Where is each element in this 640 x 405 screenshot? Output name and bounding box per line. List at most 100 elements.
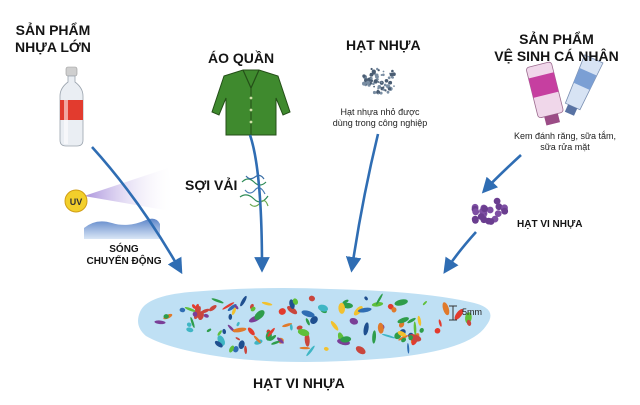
large-plastic-label: SẢN PHẨM NHỰA LỚN: [15, 22, 91, 56]
plastic-fragment: [186, 327, 194, 333]
industrial-caption: Hạt nhựa nhỏ được dùng trong công nghiệp: [325, 107, 435, 129]
plastic-fragment: [227, 303, 237, 312]
plastic-fragment: [401, 337, 407, 343]
plastic-fragment: [407, 343, 410, 354]
pellet-dot: [391, 69, 394, 73]
pellet-dot: [388, 81, 392, 85]
plastic-fragment: [228, 313, 233, 320]
plastic-fragment: [297, 328, 310, 337]
plastic-fragment: [271, 340, 280, 345]
plastic-fragment: [203, 313, 209, 318]
plastic-fragment: [413, 321, 417, 336]
plastic-fragment: [317, 304, 329, 312]
plastic-fragment: [200, 308, 210, 314]
plastic-fragment: [267, 327, 275, 337]
pellet-dot: [382, 73, 385, 77]
microbead: [493, 197, 501, 205]
pellet-dot: [370, 67, 373, 71]
plastic-fragment: [342, 302, 353, 309]
industrial-caption-line2: dùng trong công nghiệp: [332, 118, 428, 128]
pellet-dot: [369, 74, 372, 77]
industrial-pellets-label: HẠT NHỰA: [346, 37, 421, 53]
plastic-fragment: [217, 330, 222, 336]
plastic-fragment: [206, 328, 212, 332]
hygiene-products-label: SẢN PHẨM VỆ SINH CÁ NHÂN: [484, 31, 629, 65]
plastic-fragment: [438, 319, 442, 327]
plastic-fragment: [253, 335, 261, 344]
plastic-fragment: [465, 312, 472, 324]
plastic-fragment: [417, 315, 422, 326]
plastic-fragment: [466, 319, 472, 326]
uv-label: UV: [69, 197, 83, 207]
microbead: [472, 216, 479, 224]
pellet-dot: [387, 87, 392, 91]
plastic-fragment: [232, 346, 239, 353]
plastic-fragment: [308, 295, 315, 302]
pellet-dot: [370, 77, 373, 80]
pellet-dot: [389, 72, 394, 77]
microbead: [494, 210, 502, 218]
plastic-fragment: [238, 340, 245, 350]
plastic-fragment: [269, 335, 277, 341]
pellet-dot: [384, 89, 387, 92]
microbead: [501, 207, 509, 215]
plastic-fragment: [299, 346, 311, 350]
plastic-fragment: [154, 320, 166, 325]
plastic-fragment: [276, 337, 284, 344]
plastic-fragment: [301, 310, 315, 318]
plastic-fragment: [394, 299, 408, 306]
waves-label-line1: SÓNG: [109, 244, 139, 255]
hygiene-caption: Kem đánh răng, sữa tắm, sữa rửa mặt: [500, 131, 630, 153]
plastic-fragment: [363, 322, 369, 336]
pellet-dot: [370, 79, 373, 83]
pellet-dot: [377, 69, 380, 72]
plastic-fragment: [376, 293, 383, 305]
plastic-fragment: [292, 298, 299, 305]
plastic-fragment: [289, 324, 293, 331]
plastic-fragment: [190, 316, 195, 329]
pellet-dot: [365, 80, 371, 85]
plastic-fragment: [296, 325, 303, 330]
plastic-fragment: [349, 317, 358, 325]
pellet-dot: [377, 92, 380, 95]
pellet-dot: [380, 74, 383, 76]
plastic-fragment: [232, 327, 247, 333]
clothes-label: ÁO QUẦN: [208, 50, 275, 66]
plastic-fragment: [310, 316, 318, 325]
microbead: [481, 205, 488, 213]
plastic-fragment: [261, 301, 273, 306]
pellet-dot: [372, 90, 377, 95]
hygiene-caption-line2: sữa rửa mặt: [540, 142, 590, 152]
pellet-dot: [391, 76, 395, 79]
plastic-fragment: [372, 330, 377, 344]
micro-beads-label: HẠT VI NHỰA: [517, 219, 583, 230]
hygiene-label-line2: VỆ SINH CÁ NHÂN: [494, 48, 619, 64]
pellet-dot: [374, 73, 379, 78]
scale-label: 5mm: [462, 307, 482, 317]
plastic-fragment: [342, 299, 349, 304]
result-label: HẠT VI NHỰA: [253, 375, 345, 391]
wave-icon: [84, 218, 160, 239]
large-plastic-label-line2: NHỰA LỚN: [15, 39, 91, 55]
plastic-fragment: [419, 327, 424, 333]
plastic-fragment: [179, 307, 186, 313]
plastic-fragment: [222, 302, 235, 310]
uv-sun-icon: [64, 168, 176, 213]
plastic-fragment: [306, 345, 315, 357]
plastic-fragment: [434, 328, 441, 334]
pellet-dot: [379, 91, 383, 95]
plastic-fragment: [330, 321, 339, 331]
microbead: [495, 203, 503, 211]
pellet-dot: [377, 81, 380, 83]
plastic-fragment: [398, 335, 409, 341]
microbeads-icon: [471, 197, 509, 225]
plastic-fragment: [391, 307, 397, 313]
plastic-fragment: [287, 306, 298, 315]
plastic-fragment: [454, 309, 464, 320]
plastic-fragment: [381, 333, 396, 339]
plastic-fragment: [305, 318, 310, 326]
hygiene-caption-line1: Kem đánh răng, sữa tắm,: [513, 131, 617, 141]
plastic-fragment: [371, 301, 384, 307]
plastic-fragment: [355, 346, 366, 355]
